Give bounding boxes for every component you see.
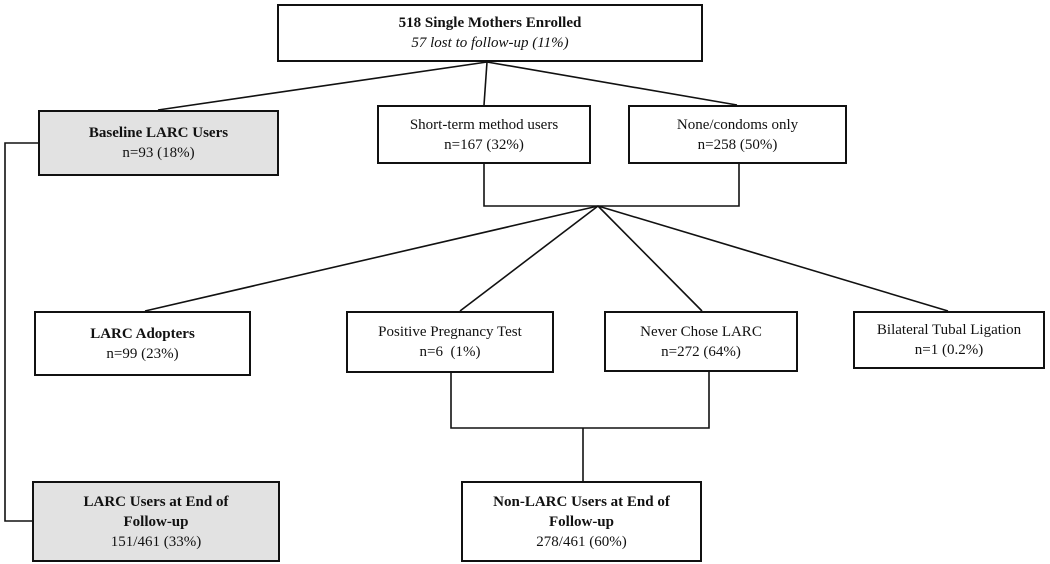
larc-adopters-box: LARC Adopters n=99 (23%) (34, 311, 251, 376)
tubal-ligation-title: Bilateral Tubal Ligation (876, 322, 1022, 338)
connector-root-none (486, 61, 738, 106)
positive-pregnancy-box: Positive Pregnancy Test n=6 (1%) (346, 311, 554, 373)
none-condoms-title: None/condoms only (676, 116, 799, 133)
larc-adopters-count: n=99 (23%) (106, 345, 179, 362)
never-chose-box: Never Chose LARC n=272 (64%) (604, 311, 798, 372)
connector-root-short (483, 61, 488, 106)
connector-hub-adopters (144, 205, 599, 312)
positive-pregnancy-count: n=6 (1%) (419, 344, 481, 360)
short-term-title: Short-term method users (409, 116, 559, 133)
end-larc-count: 151/461 (33%) (110, 533, 202, 550)
baseline-larc-box: Baseline LARC Users n=93 (18%) (38, 110, 279, 176)
connector-root-baseline (157, 61, 488, 111)
lost-followup-text: 57 lost to follow-up (11%) (411, 35, 569, 51)
tubal-ligation-box: Bilateral Tubal Ligation n=1 (0.2%) (853, 311, 1045, 369)
connector-merge-bracket (483, 164, 740, 207)
short-term-count: n=167 (32%) (444, 136, 524, 153)
end-larc-box: LARC Users at End of Follow-up 151/461 (… (32, 481, 280, 562)
end-nonlarc-box: Non-LARC Users at End of Follow-up 278/4… (461, 481, 702, 562)
end-nonlarc-title-line1: Non-LARC Users at End of (493, 493, 670, 510)
none-condoms-box: None/condoms only n=258 (50%) (628, 105, 847, 164)
baseline-larc-title: Baseline LARC Users (88, 125, 229, 141)
end-nonlarc-title-line2: Follow-up (548, 513, 614, 530)
connector-baseline-end (4, 142, 38, 522)
none-condoms-count: n=258 (50%) (697, 136, 778, 153)
connector-hub-never (597, 205, 703, 312)
connector-hub-ligation (597, 205, 949, 312)
never-chose-count: n=272 (64%) (661, 343, 741, 360)
tubal-ligation-count: n=1 (0.2%) (914, 342, 984, 358)
short-term-box: Short-term method users n=167 (32%) (377, 105, 591, 164)
connector-end-bracket (450, 372, 710, 429)
end-nonlarc-count: 278/461 (60%) (536, 533, 627, 550)
enrolled-box: 518 Single Mothers Enrolled 57 lost to f… (277, 4, 703, 62)
end-larc-title-line2: Follow-up (123, 513, 189, 530)
baseline-larc-count: n=93 (18%) (122, 145, 195, 161)
enrolled-title: 518 Single Mothers Enrolled (398, 15, 582, 31)
positive-pregnancy-title: Positive Pregnancy Test (378, 324, 522, 340)
larc-adopters-title: LARC Adopters (90, 325, 195, 342)
connector-hub-pregnancy (459, 205, 599, 312)
never-chose-title: Never Chose LARC (640, 323, 762, 340)
end-larc-title-line1: LARC Users at End of (83, 493, 229, 510)
